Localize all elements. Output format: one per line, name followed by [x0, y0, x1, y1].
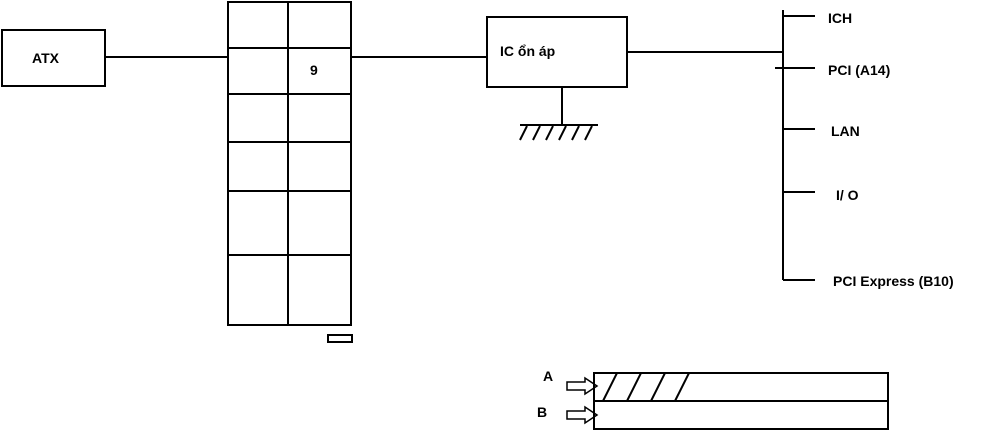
- output-label-pcie: PCI Express (B10): [833, 273, 954, 289]
- output-label-ich: ICH: [828, 10, 852, 26]
- connector-latch: [327, 334, 353, 343]
- power-connector: [227, 1, 352, 326]
- slot-side-b-label: B: [537, 404, 547, 420]
- slot-side-a-label: A: [543, 368, 553, 384]
- ground-symbol: [519, 87, 598, 141]
- slot-illustration: [593, 372, 889, 430]
- connector-pin-label: 9: [310, 62, 318, 78]
- atx-label: ATX: [32, 50, 60, 66]
- regulator-label: IC ổn áp: [500, 43, 555, 59]
- output-label-lan: LAN: [831, 123, 860, 139]
- arrow-side-a: [566, 376, 599, 396]
- output-label-pci: PCI (A14): [828, 62, 890, 78]
- arrow-side-b: [566, 405, 599, 425]
- output-label-io: I/ O: [836, 187, 859, 203]
